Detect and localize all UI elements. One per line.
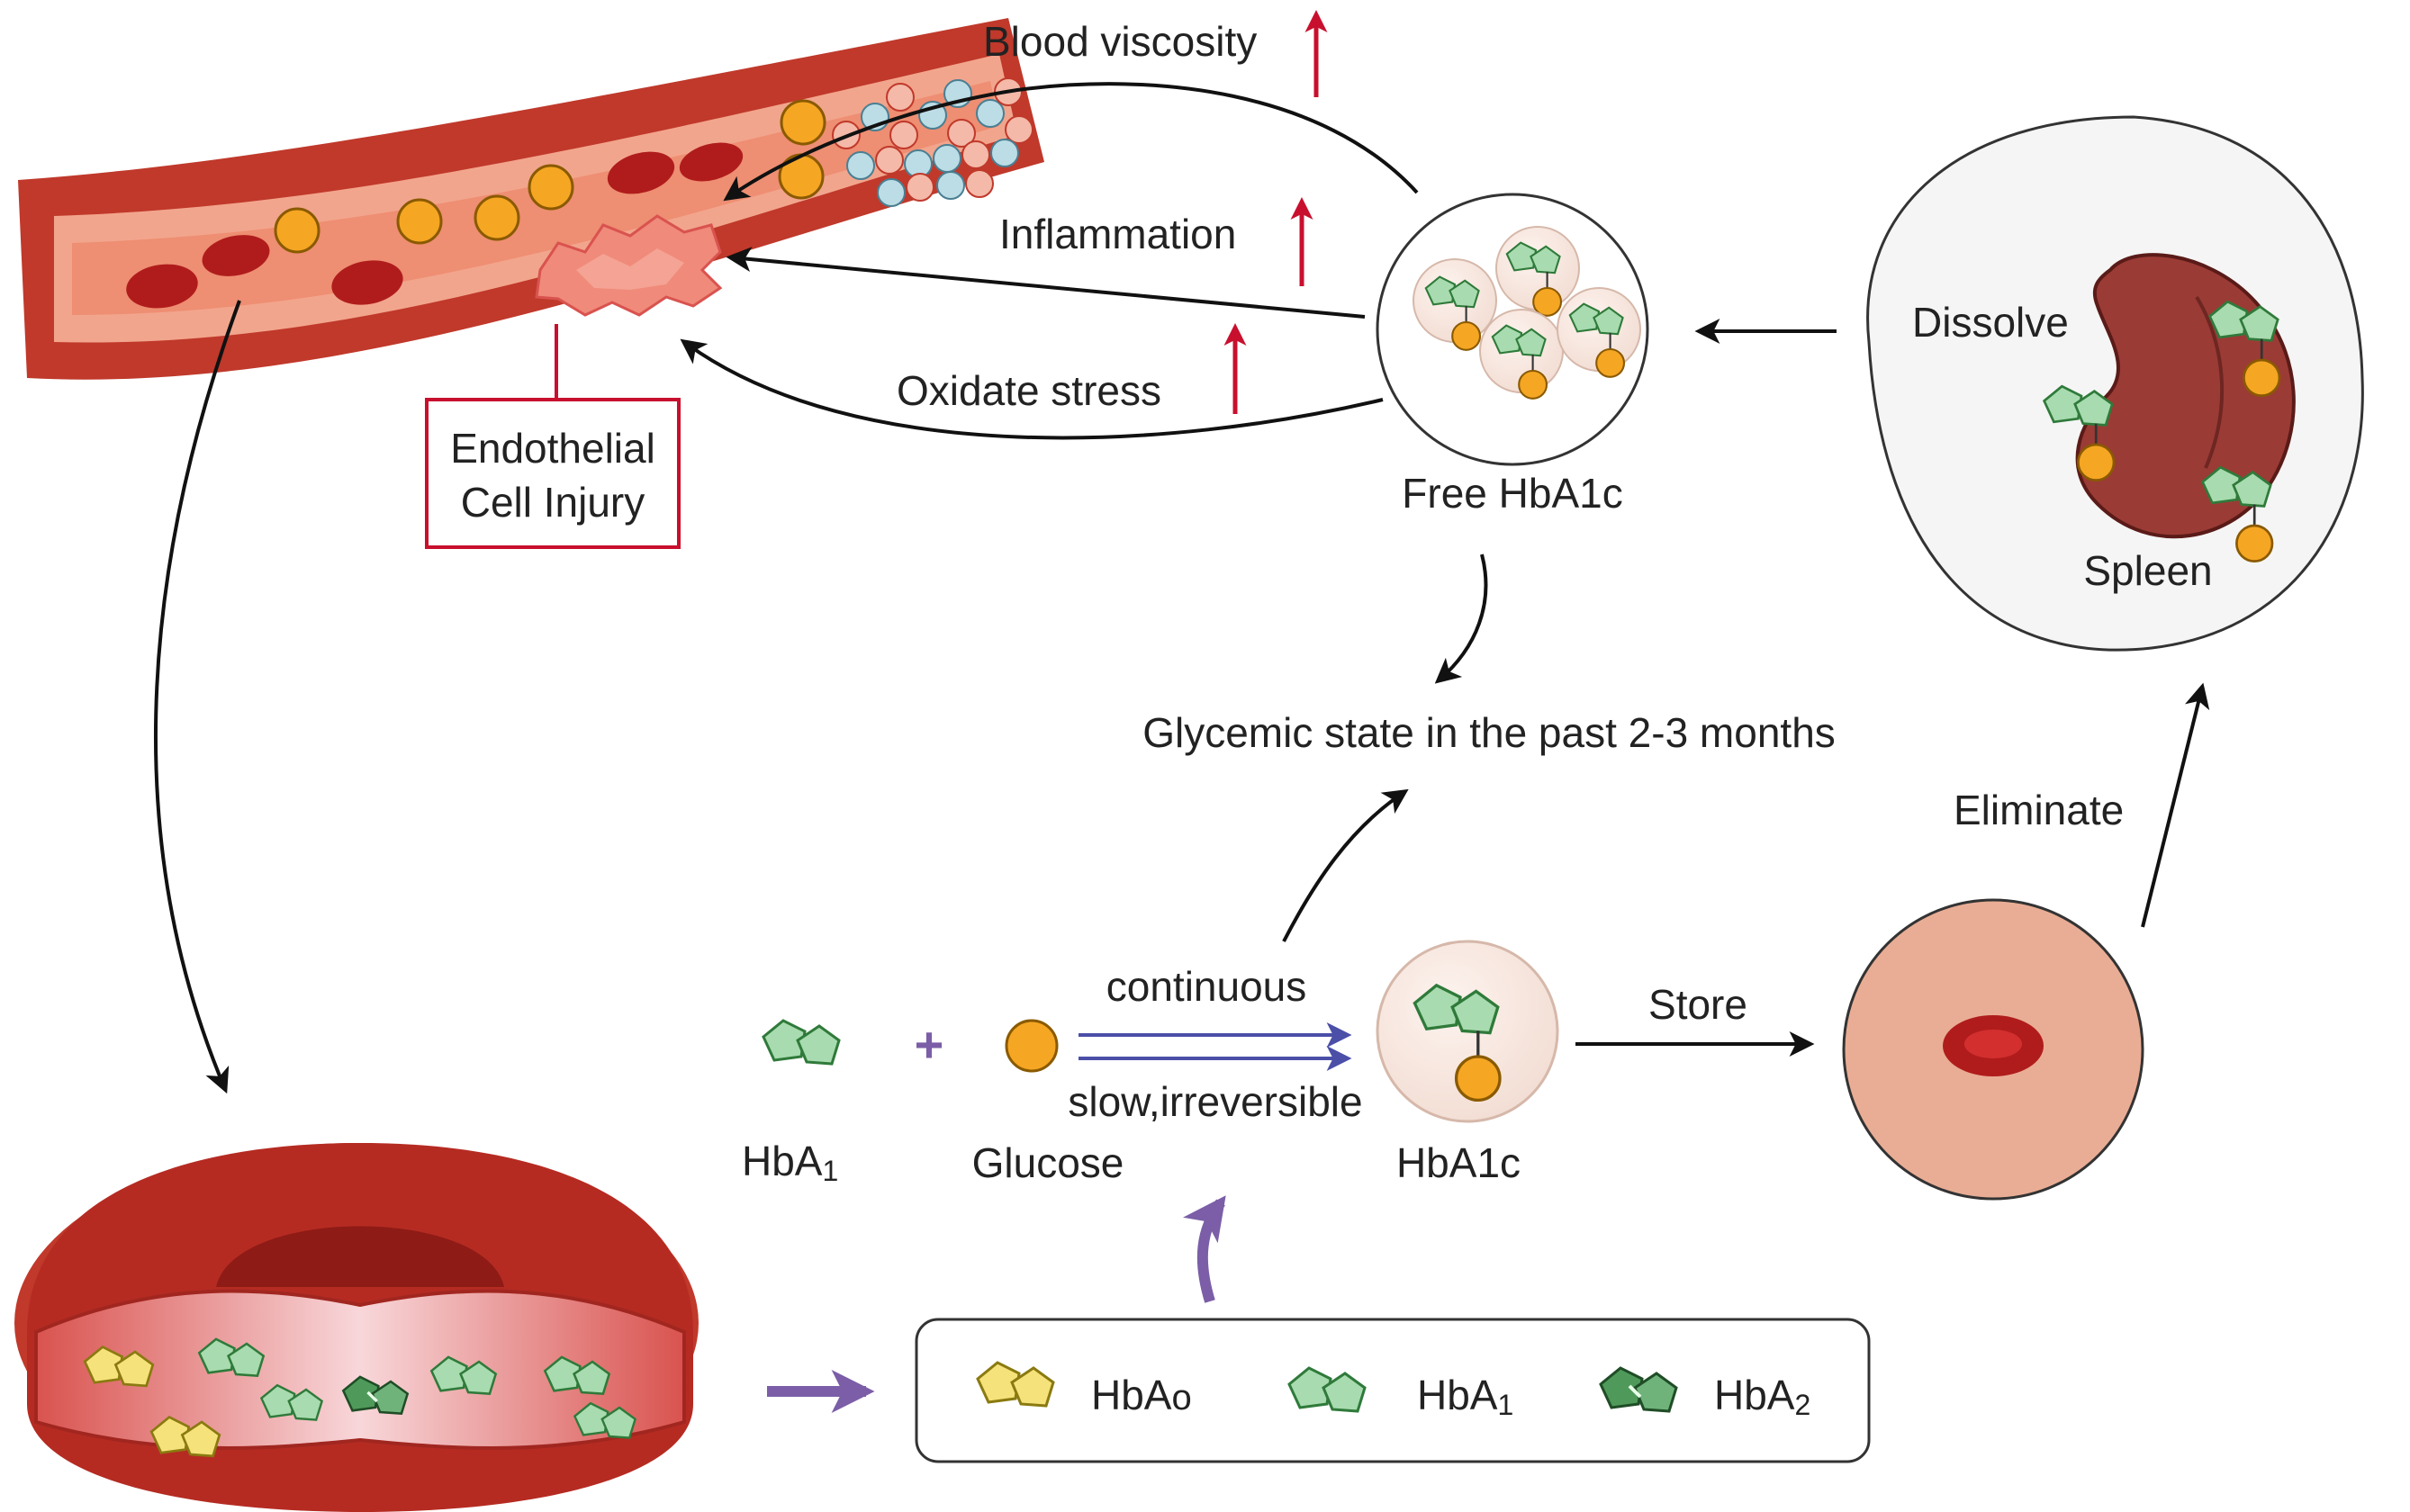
hba1c-to-glycemic-arrow bbox=[1282, 788, 1409, 942]
hemoglobin-legend: HbAo HbA1 HbA2 bbox=[915, 1318, 1871, 1463]
inflammation-label: Inflammation bbox=[999, 211, 1236, 257]
dissolve-label: Dissolve bbox=[1912, 299, 2069, 346]
hba1c-product bbox=[1376, 940, 1559, 1123]
glucose-molecule bbox=[474, 194, 520, 241]
red-blood-cell bbox=[331, 260, 403, 305]
eliminate-arrow bbox=[2141, 682, 2210, 928]
free-hba1c-label: Free HbA1c bbox=[1402, 470, 1622, 517]
red-blood-cell bbox=[126, 264, 198, 309]
hba1c-label: HbA1c bbox=[1396, 1139, 1521, 1186]
glucose-molecule bbox=[528, 164, 574, 211]
cell-cluster bbox=[832, 77, 1034, 207]
glucose-label: Glucose bbox=[972, 1139, 1124, 1186]
glucose-molecule bbox=[1005, 1019, 1059, 1073]
plus-sign: + bbox=[915, 1016, 944, 1073]
glucose-molecule bbox=[780, 99, 826, 146]
inflammation-arrow bbox=[726, 247, 1366, 319]
red-blood-cell bbox=[202, 235, 270, 276]
endothelial-injury-spot bbox=[535, 214, 723, 317]
red-blood-cell-cutaway bbox=[14, 1143, 699, 1512]
glycemic-state-label: Glycemic state in the past 2-3 months bbox=[1142, 709, 1836, 756]
oxidate-stress-label: Oxidate stress bbox=[897, 367, 1161, 414]
blood-viscosity-label: Blood viscosity bbox=[983, 18, 1257, 65]
glucose-molecule bbox=[396, 198, 443, 245]
free-hba1c-circle bbox=[1376, 193, 1649, 466]
legend-item-hba1: HbA1 bbox=[1417, 1372, 1513, 1421]
storage-cell bbox=[1842, 898, 2144, 1201]
spleen-label: Spleen bbox=[2083, 547, 2212, 594]
injury-label-box bbox=[425, 398, 681, 549]
blood-vessel bbox=[18, 18, 1044, 380]
oxidate-stress-arrow bbox=[680, 338, 1384, 440]
blood-viscosity-arrow bbox=[723, 82, 1419, 202]
injury-label-line2: Cell Injury bbox=[461, 479, 645, 526]
legend-item-hba2: HbA2 bbox=[1714, 1372, 1810, 1421]
free-hba1c-to-glycemic-arrow bbox=[1434, 554, 1488, 684]
slow-irreversible-label: slow,irreversible bbox=[1068, 1078, 1362, 1125]
hba1-molecule bbox=[762, 1019, 841, 1066]
legend-to-reaction-arrow bbox=[1182, 1195, 1226, 1303]
red-blood-cell bbox=[607, 151, 675, 194]
store-label: Store bbox=[1648, 981, 1747, 1028]
legend-item-hba0: HbAo bbox=[1091, 1372, 1192, 1418]
spleen-circle bbox=[1866, 115, 2364, 652]
continuous-label: continuous bbox=[1106, 963, 1307, 1010]
eliminate-label: Eliminate bbox=[1954, 787, 2124, 833]
hba1-label: HbA1 bbox=[742, 1138, 838, 1187]
vessel-to-rbc-arrow bbox=[154, 300, 241, 1094]
injury-label-line1: Endothelial bbox=[450, 425, 655, 472]
red-blood-cell bbox=[679, 142, 744, 182]
glucose-molecule bbox=[274, 207, 320, 254]
